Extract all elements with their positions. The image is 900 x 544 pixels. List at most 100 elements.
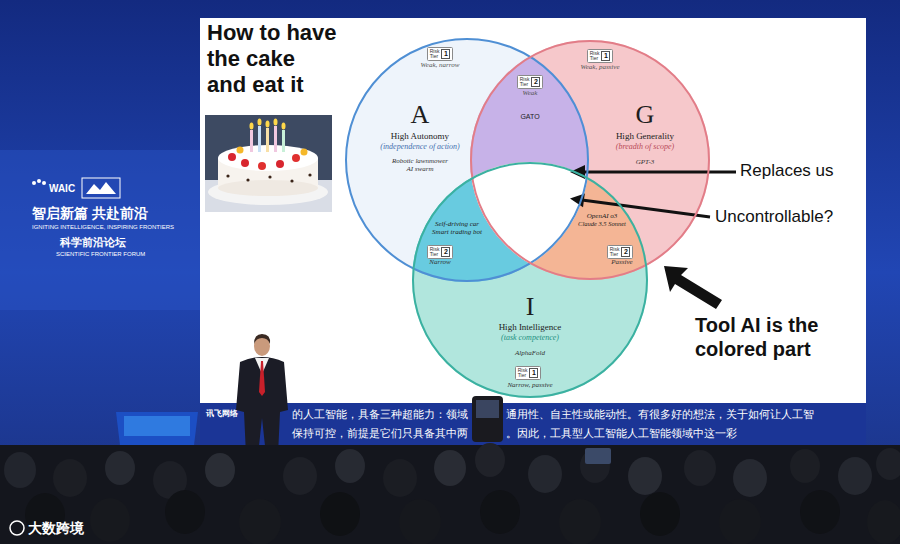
tablecloth [205, 180, 332, 212]
tier-number: 2 [441, 247, 450, 257]
block-arrow [664, 266, 722, 309]
flame [250, 123, 254, 130]
tier-note: Weak, narrow [421, 61, 460, 69]
badge-label: Risk Tier [430, 49, 440, 59]
fruit [237, 147, 244, 154]
circle-outline [346, 39, 588, 281]
example-text: GATO [520, 113, 539, 121]
circle-heading: High Autonomy [391, 131, 449, 141]
strawberry [241, 159, 249, 167]
audience-head [53, 459, 87, 497]
circle-outline-frame [412, 162, 648, 398]
leader-line [582, 171, 736, 174]
audience-head [205, 453, 235, 487]
badge-label: Risk Tier [520, 77, 530, 87]
tier-number: 1 [601, 51, 610, 61]
circle-outline-frame [345, 38, 589, 282]
strawberry [276, 160, 284, 168]
cake-bottom [218, 180, 318, 196]
badge-label: Risk Tier [590, 51, 600, 61]
audience-head [580, 449, 610, 483]
logo-box [82, 178, 120, 198]
tier-number: 1 [441, 49, 450, 59]
subtitle-text: 保持可控，前提是它们只具备其中两 [292, 427, 468, 440]
circle-heading: High Intelligence [499, 322, 562, 332]
lectern-screen [124, 416, 190, 436]
circle-outline-frame [470, 40, 710, 280]
forum-name: 科学前沿论坛 [60, 236, 126, 249]
tier-note: Narrow, passive [507, 381, 552, 389]
speaker-figure [236, 334, 288, 455]
example-text: OpenAI o3 [587, 212, 618, 220]
circle-outline [413, 163, 647, 397]
raised-camera [472, 396, 503, 442]
tier-note: Weak [523, 89, 538, 97]
tier-note: Narrow [429, 258, 451, 266]
subtitle-text: 。因此，工具型人工智能人工智能领域中这一彩 [506, 427, 737, 440]
flame [266, 121, 270, 128]
tier-note: Passive [611, 258, 632, 266]
generality-circle: GHigh Generality(breadth of scope)GPT-3R… [470, 40, 710, 280]
logo-dot [37, 179, 41, 183]
subtitle-band [200, 403, 866, 447]
camera-screen [476, 400, 499, 418]
audience-head [719, 499, 761, 544]
flame [258, 119, 262, 126]
candle [258, 126, 261, 152]
audience-head [239, 499, 281, 544]
circle-outline [471, 41, 709, 279]
chocolate-chip [290, 179, 293, 182]
audience-head [383, 459, 417, 497]
phone-screen [585, 448, 611, 464]
audience-head [733, 459, 767, 497]
hair [254, 334, 270, 344]
audience [0, 443, 900, 544]
venn-region-fills [345, 38, 710, 398]
audience-head [628, 457, 662, 495]
flame [282, 123, 286, 130]
tier-number: 2 [621, 247, 630, 257]
audience-head [528, 455, 562, 493]
suit [236, 357, 288, 455]
example-text: GPT-3 [636, 158, 655, 166]
logo-mark [86, 182, 116, 194]
slide-title: How to have the cake and eat it [207, 20, 339, 98]
risk-tier-badge: Risk Tier2 [427, 245, 454, 259]
audience-head [684, 450, 716, 486]
intelligence-circle: IHigh Intelligence(task competence)Alpha… [412, 162, 648, 398]
audience-head [640, 492, 680, 536]
logo-text: WAIC [49, 183, 75, 195]
audience-head [4, 452, 36, 488]
fruit [301, 149, 308, 156]
risk-tier-badge: Risk Tier2 [607, 245, 634, 259]
pointer-arrows [570, 165, 736, 309]
risk-tier-badge: Risk Tier1 [427, 47, 454, 61]
audience-head [480, 490, 520, 534]
event-slogan: 智启新篇 共赴前沿 [32, 205, 148, 221]
side-panel [0, 150, 200, 310]
candle [266, 128, 269, 152]
example-text: Self-driving car [435, 220, 479, 228]
audience-head [320, 492, 360, 536]
audience-head [867, 500, 900, 544]
annotation-text: Uncontrollable? [715, 207, 833, 227]
audience-head [90, 498, 130, 542]
risk-tier-badge: Risk Tier1 [515, 366, 542, 380]
subtitle-text: 的人工智能，具备三种超能力：领域 [292, 408, 468, 421]
chocolate-chip [268, 175, 271, 178]
circle-letter: A [411, 100, 430, 130]
circle-subheading: (breadth of scope) [616, 142, 674, 151]
audience-head [105, 451, 135, 485]
example-text: Claude 3.5 Sonnet [578, 220, 626, 227]
audience-head [475, 443, 505, 477]
flame [274, 119, 278, 126]
annotation-text: Replaces us [740, 161, 834, 181]
chocolate-chip [246, 178, 249, 181]
candle [250, 130, 253, 152]
camera-body [472, 396, 503, 442]
strawberry [292, 154, 300, 162]
example-text: AlphaFold [515, 349, 545, 357]
watermark: 大数跨境 [28, 520, 84, 536]
